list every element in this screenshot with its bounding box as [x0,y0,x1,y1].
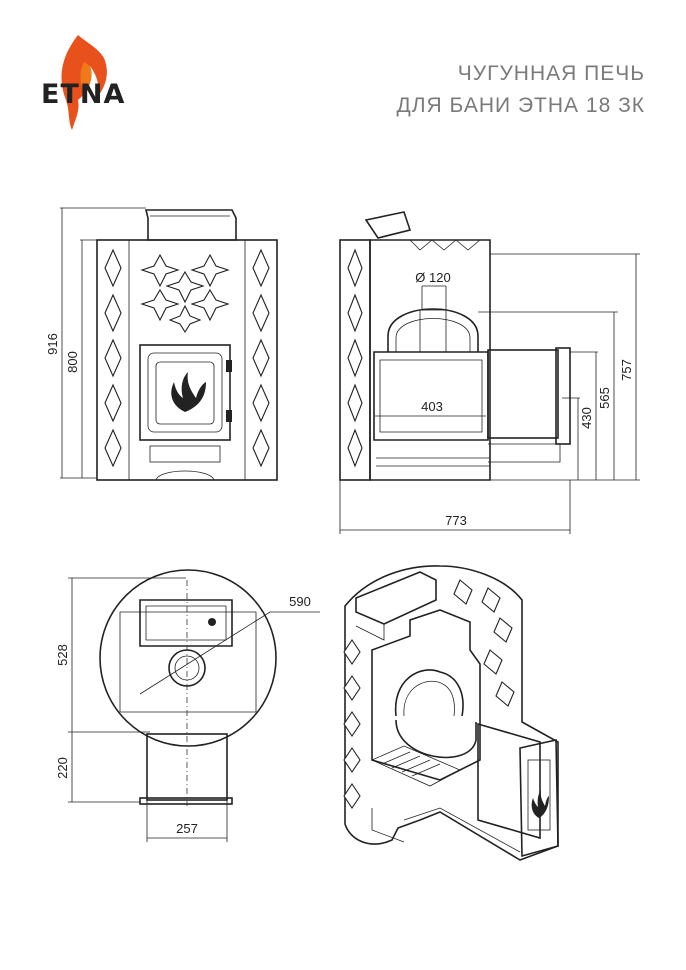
iso-firebox [395,719,477,759]
side-lid [364,211,412,239]
front-door [139,344,231,441]
dim-top-220: 220 [55,757,70,779]
iso-dome [394,669,464,717]
top-tunnel [146,733,228,801]
side-pipe-dome [387,308,479,352]
dim-side-430: 430 [579,407,594,429]
iso-grate [371,745,461,787]
iso-tunnel [477,722,541,840]
front-lid-shape [144,209,237,241]
dim-side-565: 565 [597,387,612,409]
dim-side-773: 773 [445,513,467,528]
front-right-lattice [252,248,270,468]
dim-front-800: 800 [65,351,80,373]
side-tunnel [487,349,559,439]
brand-name: ETNA [41,79,125,110]
dim-top-590: 590 [289,594,311,609]
front-left-lattice [104,248,122,468]
title-line-2: ДЛЯ БАНИ ЭТНА 18 ЗК [397,94,645,117]
iso-lid [355,571,437,625]
front-ash-drawer [149,445,221,463]
flame-inner-icon [80,62,92,94]
dim-top-528: 528 [55,644,70,666]
dim-front-916: 916 [45,333,60,355]
top-lid [139,599,233,647]
side-view: Ø 120 403 757 565 430 773 [339,211,640,534]
iso-outer-shell [344,565,559,861]
top-body-circle [99,569,277,747]
etna-logo: ETNA [41,35,125,130]
side-firebox [373,351,489,441]
dim-side-757: 757 [619,359,634,381]
dim-top-257: 257 [176,821,198,836]
door-flame-icon [171,372,206,412]
dim-side-403: 403 [421,399,443,414]
dim-side-pipe: Ø 120 [415,270,450,285]
front-view: 916 800 [45,207,278,481]
iso-door-flame-icon [531,790,549,818]
front-star-pattern [140,253,230,334]
title-line-1: ЧУГУННАЯ ПЕЧЬ [458,62,645,85]
top-view: 528 220 257 590 [55,569,320,842]
isometric-cutaway-view [343,565,559,861]
